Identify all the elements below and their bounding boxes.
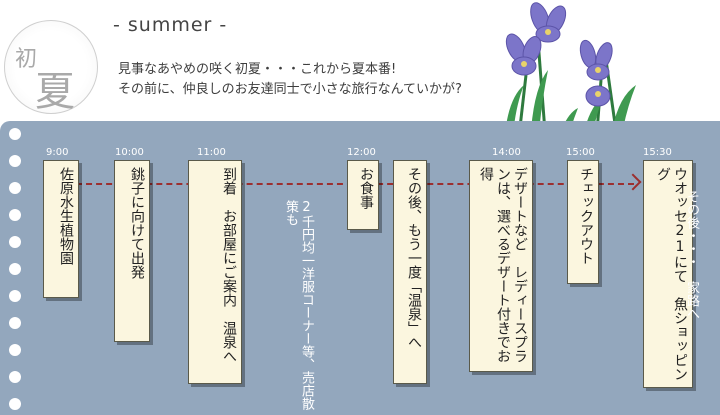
binder-hole — [9, 182, 21, 194]
intro-line-2: その前に、仲良しのお友達同士で小さな旅行なんていかが? — [118, 82, 462, 97]
binder-hole — [9, 371, 21, 383]
time-label: 15:30 — [643, 147, 672, 158]
stamp-char-2: 夏 — [35, 69, 75, 115]
shop-note: 2千円均一洋服コーナー等、売店散策も — [283, 200, 314, 410]
after-note: その後・・・ 家路へ — [684, 190, 699, 320]
season-title: - summer - — [113, 14, 228, 36]
binder-hole — [9, 290, 21, 302]
binder-hole — [9, 263, 21, 275]
binder-hole — [9, 236, 21, 248]
binder-hole — [9, 317, 21, 329]
time-label: 15:00 — [566, 147, 595, 158]
schedule-card: その後、もう一度「温泉」へ — [393, 160, 427, 384]
intro-line-1: 見事なあやめの咲く初夏・・・これから夏本番! — [118, 62, 397, 77]
schedule-card: デザートなど レディースプランは、選べるデザート付きでお得 — [469, 160, 533, 372]
schedule-card: 到着 お部屋にご案内 温泉へ — [188, 160, 242, 384]
stamp-char-1: 初 — [15, 47, 38, 72]
time-label: 9:00 — [46, 147, 69, 158]
binder-hole — [9, 209, 21, 221]
binder-hole — [9, 398, 21, 410]
schedule-card: 佐原水生植物園 — [43, 160, 79, 298]
schedule-card: チェックアウト — [567, 160, 599, 284]
time-label: 10:00 — [115, 147, 144, 158]
binder-hole — [9, 155, 21, 167]
season-stamp: 初 夏 — [4, 20, 98, 115]
schedule-card: ウオッセ21にて 魚ショッピング — [643, 160, 693, 388]
time-label: 14:00 — [492, 147, 521, 158]
binder-hole — [9, 344, 21, 356]
schedule-card: 銚子に向けて出発 — [114, 160, 150, 342]
binder-hole — [9, 128, 21, 140]
time-label: 11:00 — [197, 147, 226, 158]
schedule-card: お食事 — [347, 160, 379, 230]
time-label: 12:00 — [347, 147, 376, 158]
